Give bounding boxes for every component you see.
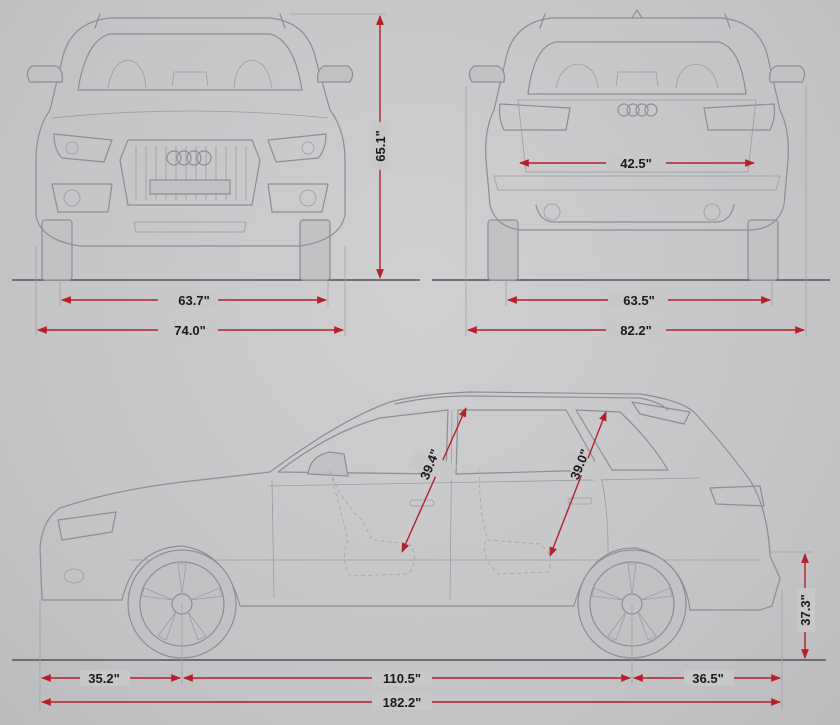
rear-view <box>432 9 830 336</box>
front-windshield <box>77 33 303 91</box>
rear-track-dimension: 63.5" <box>507 292 771 308</box>
side-roof-spoiler <box>631 401 691 425</box>
side-front-door-handle <box>409 499 435 507</box>
front-left-fog-intake <box>51 183 113 213</box>
front-track-dimension: 63.7" <box>61 292 327 308</box>
rear-roof-rails <box>539 13 731 29</box>
rear-right-exhaust <box>703 203 721 221</box>
front-roof-rails <box>94 13 286 29</box>
rear-width-dimension: 82.2" <box>467 322 805 338</box>
front-grille-bars <box>135 146 247 200</box>
side-door-seams <box>271 409 609 601</box>
front-right-mirror <box>317 65 354 83</box>
ground-clearance-label: 37.3" <box>798 594 813 625</box>
rear-diffuser <box>535 204 735 223</box>
front-right-fog-light <box>299 189 317 207</box>
front-right-tire <box>299 219 331 281</box>
rear-left-tire <box>487 219 519 281</box>
side-rear-seat-outline <box>479 469 552 575</box>
rear-left-mirror <box>468 65 505 83</box>
side-view <box>12 391 826 710</box>
front-lower-skid <box>133 221 247 233</box>
front-seats <box>107 59 273 89</box>
side-beltline <box>267 477 701 487</box>
front-grille <box>119 139 261 206</box>
front-right-headlight <box>267 133 327 163</box>
front-view <box>12 13 420 336</box>
rear-left-taillight <box>498 103 571 131</box>
rear-left-exhaust <box>543 203 561 221</box>
rear-headroom-dimension: 39.0" <box>549 411 607 557</box>
rear-right-tire <box>747 219 779 281</box>
front-left-tire <box>41 219 73 281</box>
front-rings-icon <box>166 150 212 166</box>
rear-overhang-dimension: 36.5" <box>633 670 781 686</box>
rear-overhang-label: 36.5" <box>692 671 723 686</box>
ground-clearance-dimension: 37.3" <box>797 553 815 659</box>
front-right-fog-intake <box>267 183 329 213</box>
front-overhang-label: 35.2" <box>88 671 119 686</box>
side-roof-rail <box>394 395 669 411</box>
overall-length-label: 182.2" <box>383 695 422 710</box>
rear-tailgate-label: 42.5" <box>620 156 651 171</box>
wheelbase-label: 110.5" <box>383 671 421 686</box>
side-taillight <box>709 485 765 507</box>
rear-rings-icon <box>617 103 658 117</box>
front-overhang-dimension: 35.2" <box>41 670 181 686</box>
rear-tailgate-dimension: 42.5" <box>519 155 755 171</box>
rear-track-label: 63.5" <box>623 293 654 308</box>
side-body-outline <box>39 391 781 611</box>
front-left-headlight-lens <box>65 141 79 155</box>
rear-right-taillight <box>703 103 776 131</box>
wheelbase-dimension: 110.5" <box>183 670 631 686</box>
side-mirror <box>307 451 349 477</box>
front-width-label: 74.0" <box>174 323 205 338</box>
overall-length-dimension: 182.2" <box>41 694 781 710</box>
front-left-fog-light <box>63 189 81 207</box>
front-left-headlight <box>53 133 113 163</box>
rear-body-outline <box>485 17 789 231</box>
rear-tailgate <box>517 99 757 173</box>
front-license-plate <box>149 179 231 195</box>
front-body-outline <box>35 17 346 247</box>
front-left-mirror <box>26 65 63 83</box>
side-fog-light <box>63 568 85 584</box>
front-headroom-dimension: 39.4" <box>401 407 467 553</box>
front-track-label: 63.7" <box>178 293 209 308</box>
front-height-dimension: 65.1" <box>372 15 388 279</box>
rear-bumper <box>493 175 781 191</box>
rear-antenna <box>631 9 643 19</box>
side-quarter-window <box>575 409 669 471</box>
side-front-seat-outline <box>329 469 415 577</box>
rear-width-label: 82.2" <box>620 323 651 338</box>
rear-right-mirror <box>769 65 806 83</box>
rear-seats <box>555 63 719 89</box>
front-width-dimension: 74.0" <box>37 322 344 338</box>
side-headlight <box>57 511 117 541</box>
front-hood-line <box>51 110 329 119</box>
front-height-label: 65.1" <box>373 130 388 161</box>
rear-window <box>527 41 747 95</box>
front-right-headlight-lens <box>301 141 315 155</box>
